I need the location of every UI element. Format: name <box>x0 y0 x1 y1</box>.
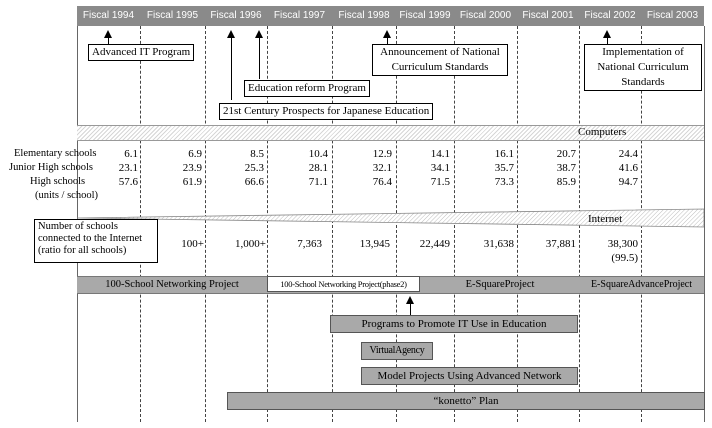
value-elementary-2002: 24.4 <box>618 148 638 160</box>
value-elementary-1999: 14.1 <box>430 148 450 160</box>
internet-value-1995: 100+ <box>181 238 204 250</box>
computers-band <box>77 125 704 141</box>
value-junior-high-1994: 23.1 <box>118 162 138 174</box>
internet-value-1999: 22,449 <box>419 238 450 250</box>
event-text-line: National Curriculum <box>597 61 689 73</box>
value-high-1995: 61.9 <box>182 176 202 188</box>
event-arrow <box>231 37 232 100</box>
internet-value-2001: 37,881 <box>545 238 576 250</box>
row-label-units: (units / school) <box>35 190 98 201</box>
year-divider <box>205 26 206 422</box>
year-header-1997: Fiscal 1997 <box>273 10 326 21</box>
event-21st-century-prospects: 21st Century Prospects for Japanese Educ… <box>219 103 434 120</box>
arrow-up-icon <box>104 30 112 38</box>
year-header-1998: Fiscal 1998 <box>338 10 390 21</box>
event-arrow <box>410 303 411 315</box>
value-high-2001: 85.9 <box>556 176 576 188</box>
value-high-1996: 66.6 <box>244 176 264 188</box>
event-arrow <box>259 37 260 79</box>
value-junior-high-1999: 34.1 <box>430 162 450 174</box>
value-junior-high-2002: 41.6 <box>618 162 638 174</box>
event-education-reform-program: Education reform Program <box>244 80 370 97</box>
label-line: (ratio for all schools) <box>38 245 127 256</box>
value-junior-high-1996: 25.3 <box>244 162 264 174</box>
program-model-projects-advanced-network: Model Projects Using Advanced Network <box>361 367 578 385</box>
value-high-1994: 57.6 <box>118 176 138 188</box>
year-header-1999: Fiscal 1999 <box>399 10 451 21</box>
year-header-2001: Fiscal 2001 <box>522 10 574 21</box>
internet-value-2002: 38,300 <box>607 238 638 250</box>
arrow-up-icon <box>227 30 235 38</box>
value-elementary-1994: 6.1 <box>124 148 138 160</box>
project-100-school-networking-phase2: 100-School Networking Project(phase2) <box>280 279 407 289</box>
program-konetto-plan: “konetto” Plan <box>227 392 705 410</box>
project-phase2-segment <box>267 276 420 292</box>
value-junior-high-1995: 23.9 <box>182 162 202 174</box>
internet-connection-label: Number of schools connected to the Inter… <box>34 219 158 263</box>
project-e-square: E-SquareProject <box>465 279 535 290</box>
event-text-line: Implementation of <box>602 46 684 58</box>
label-line: Number of schools <box>38 221 118 232</box>
value-elementary-1995: 6.9 <box>188 148 202 160</box>
value-high-2000: 73.3 <box>494 176 514 188</box>
year-divider <box>267 26 268 422</box>
event-implementation-national-curriculum: Implementation of National Curriculum St… <box>584 44 702 91</box>
arrow-up-icon <box>255 30 263 38</box>
computers-label: Computers <box>578 126 627 138</box>
value-junior-high-1997: 28.1 <box>308 162 328 174</box>
year-header-1995: Fiscal 1995 <box>146 10 199 21</box>
label-line: connected to the Internet <box>38 233 143 244</box>
year-divider <box>332 26 333 422</box>
project-e-square-advance: E-SquareAdvanceProject <box>590 279 693 290</box>
value-high-1997: 71.1 <box>308 176 328 188</box>
event-arrow <box>108 37 109 44</box>
internet-value-1996: 1,000+ <box>235 238 266 250</box>
program-promote-it-use: Programs to Promote IT Use in Education <box>330 315 578 333</box>
project-100-school-networking: 100-School Networking Project <box>105 279 239 290</box>
arrow-up-icon <box>603 30 611 38</box>
year-divider <box>396 26 397 422</box>
row-label-elementary: Elementary schools <box>14 148 97 159</box>
internet-ratio-2002: (99.5) <box>611 252 638 264</box>
year-header-2002: Fiscal 2002 <box>584 10 636 21</box>
year-header-2000: Fiscal 2000 <box>459 10 512 21</box>
fiscal-year-header <box>77 6 704 26</box>
year-divider <box>704 26 705 422</box>
event-text-line: Announcement of National <box>380 46 500 58</box>
value-junior-high-2000: 35.7 <box>494 162 514 174</box>
value-elementary-1997: 10.4 <box>308 148 328 160</box>
value-elementary-2001: 20.7 <box>556 148 576 160</box>
arrow-up-icon <box>406 296 414 304</box>
value-high-1998: 76.4 <box>372 176 392 188</box>
arrow-up-icon <box>383 30 391 38</box>
row-label-high: High schools <box>30 176 86 187</box>
event-text-line: Curriculum Standards <box>391 61 489 73</box>
value-junior-high-2001: 38.7 <box>556 162 576 174</box>
event-advanced-it-program: Advanced IT Program <box>88 44 195 61</box>
event-arrow <box>607 37 608 44</box>
value-high-1999: 71.5 <box>430 176 450 188</box>
internet-value-2000: 31,638 <box>483 238 514 250</box>
event-arrow <box>387 37 388 44</box>
year-header-1996: Fiscal 1996 <box>210 10 262 21</box>
value-elementary-2000: 16.1 <box>494 148 514 160</box>
value-high-2002: 94.7 <box>618 176 638 188</box>
value-elementary-1998: 12.9 <box>372 148 392 160</box>
row-label-junior-high: Junior High schools <box>9 162 93 173</box>
event-text-line: Standards <box>621 76 665 88</box>
value-elementary-1996: 8.5 <box>250 148 264 160</box>
internet-band <box>77 208 704 228</box>
value-junior-high-1998: 32.1 <box>372 162 392 174</box>
program-virtual-agency: VirtualAgency <box>361 342 433 360</box>
internet-value-1998: 13,945 <box>359 238 390 250</box>
internet-value-1997: 7,363 <box>297 238 322 250</box>
year-header-2003: Fiscal 2003 <box>646 10 699 21</box>
year-header-1994: Fiscal 1994 <box>82 10 135 21</box>
year-divider <box>454 26 455 422</box>
internet-label: Internet <box>588 213 623 225</box>
event-announcement-national-curriculum: Announcement of National Curriculum Stan… <box>372 44 508 76</box>
